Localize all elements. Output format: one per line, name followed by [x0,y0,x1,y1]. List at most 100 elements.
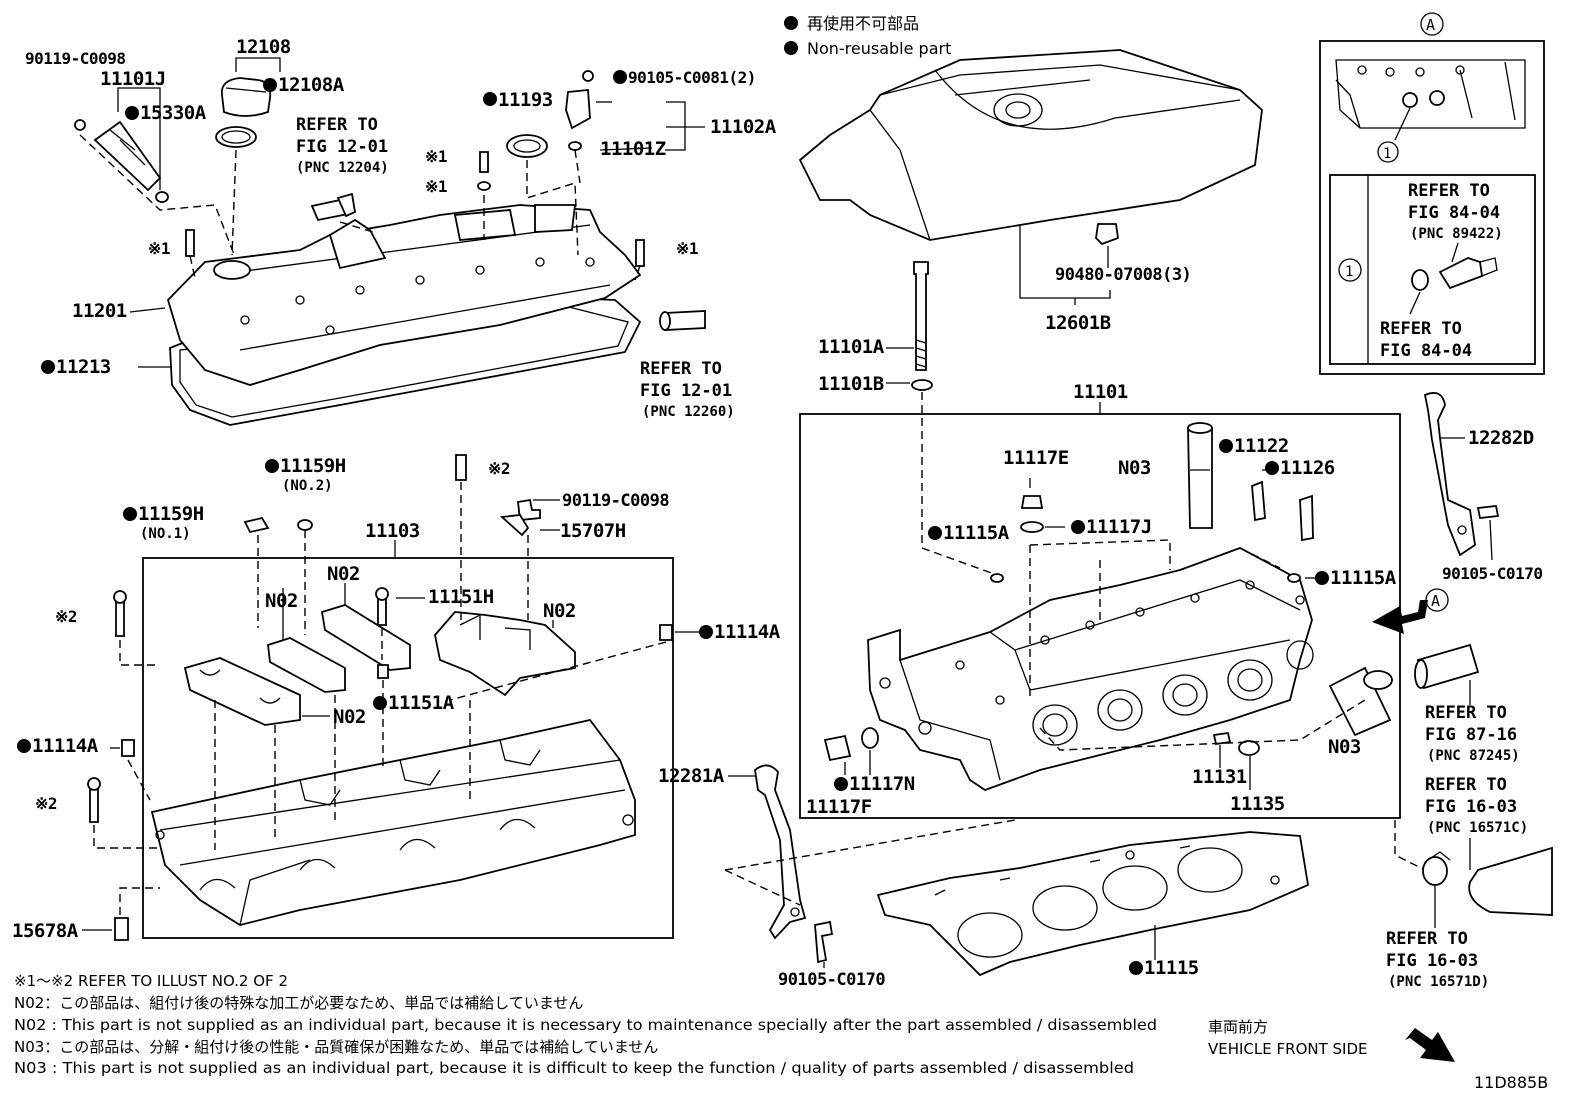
label-mark1-b: ※1 [425,177,447,196]
front-arrow-icon [1405,1028,1455,1062]
label-mark2-c: ※2 [35,794,57,813]
label-n02-a: N02 [327,563,360,585]
ref-fig-12-01-pnc-12204[interactable]: REFER TO FIG 12-01 (PNC 12204) [296,115,389,176]
engine-cover-12601b[interactable] [798,49,1263,241]
label-circle-1-top: 1 [1383,146,1391,162]
ref-fig-84-04-pnc-89422[interactable]: REFER TO FIG 84-04 (PNC 89422) [1408,181,1503,242]
label-n02-c: N02 [543,600,576,622]
ref-fig-87-16[interactable]: REFER TO FIG 87-16 (PNC 87245) [1425,703,1520,764]
label-12282d: 12282D [1468,427,1534,449]
cylinder-head-11101[interactable] [867,547,1313,792]
ref-pnc: (PNC 12260) [642,404,735,420]
label-11115: 11115 [1144,957,1199,979]
ref-pnc: (PNC 89422) [1410,226,1503,242]
notes-block: ※1～※2 REFER TO ILLUST NO.2 OF 2 N02：この部品… [14,972,1157,1077]
non-reusable-dot-icon [483,92,497,106]
head-cover-group [74,57,706,426]
oil-filler-cap-12108[interactable] [220,77,272,117]
ref-line1: REFER TO [1425,703,1507,723]
label-no1-sub: (NO.1) [140,526,191,542]
ref-fig-12-01-pnc-12260[interactable]: REFER TO FIG 12-01 (PNC 12260) [640,359,735,420]
label-90105-c0170-right: 90105-C0170 [1442,564,1542,583]
note-n02-jp: N02：この部品は、組付け後の特殊な加工が必要なため、単品では補給していません [14,994,583,1012]
ref-pnc: (PNC 16571D) [1388,974,1489,990]
head-gasket-11115[interactable] [876,831,1310,977]
bearing-cap-n02-c[interactable] [320,604,411,671]
ref-pnc: (PNC 12204) [296,160,389,176]
engine-hanger-12281a[interactable] [754,764,807,940]
label-11151a: 11151A [388,692,455,714]
non-reusable-dot-icon [41,360,55,374]
label-mark1-d: ※1 [676,239,698,258]
non-reusable-dot-icon [1315,571,1329,585]
non-reusable-dot-icon [784,16,798,30]
ref-fig-16-03-pnc-16571c[interactable]: REFER TO FIG 16-03 (PNC 16571C) [1425,775,1528,836]
label-11117n: 11117N [849,773,915,795]
label-11159h-no1: 11159H [138,503,204,525]
label-11117f: 11117F [806,796,872,818]
label-11114a-right: 11114A [714,621,781,643]
engine-hanger-12282d[interactable] [1423,392,1476,557]
ref-line2: FIG 16-03 [1425,797,1517,817]
bearing-cap-n02-b[interactable] [267,637,346,693]
label-11101a: 11101A [818,336,885,358]
ref-fig-16-03-pnc-16571d[interactable]: REFER TO FIG 16-03 (PNC 16571D) [1386,929,1489,990]
note-n03-en: N03 : This part is not supplied as an in… [14,1059,1134,1077]
ref-pnc: (PNC 16571C) [1427,820,1528,836]
ref-fig-84-04[interactable]: REFER TO FIG 84-04 [1380,319,1472,361]
legend-en: Non-reusable part [807,39,951,58]
ref-line2: FIG 84-04 [1380,341,1472,361]
diagram-code: 11D885B [1474,1073,1548,1092]
head-bolt-11101a[interactable] [913,261,929,371]
label-12108a: 12108A [278,74,345,96]
ref-line2: FIG 84-04 [1408,203,1500,223]
non-reusable-dot-icon [1219,439,1233,453]
label-circle-a-arrow: A [1431,592,1440,610]
label-11115a-left: 11115A [943,522,1010,544]
front-label-en: VEHICLE FRONT SIDE [1208,1040,1368,1058]
non-reusable-dot-icon [125,106,139,120]
bearing-cap-n02-d[interactable] [434,611,576,697]
ref-line1: REFER TO [1380,319,1462,339]
label-11101: 11101 [1073,381,1128,403]
bottom-center-group [724,764,1310,977]
note-n03-jp: N03：この部品は、分解・組付け後の性能・品質確保が困難なため、単品では補給して… [14,1038,658,1056]
ref-line1: REFER TO [640,359,722,379]
label-15330a: 15330A [140,102,207,124]
temperature-sensor-89422[interactable] [1438,257,1483,290]
label-11135: 11135 [1230,793,1285,815]
right-side-group [1394,392,1553,928]
ref-line2: FIG 16-03 [1386,951,1478,971]
label-90105-c0170-bottom: 90105-C0170 [778,970,885,990]
label-n03-top: N03 [1118,457,1151,479]
seal-11193[interactable] [506,134,548,158]
label-90119-c0098-mid: 90119-C0098 [562,491,669,511]
ref-line2: FIG 12-01 [640,381,732,401]
label-n03-right: N03 [1328,736,1361,758]
label-n02-b: N02 [265,590,298,612]
label-mark2-a: ※2 [488,459,510,478]
front-label-jp: 車両前方 [1208,1018,1268,1036]
camshaft-housing-11103[interactable] [150,718,636,926]
plug-11117f[interactable] [823,734,852,762]
note-n02-en: N02 : This part is not supplied as an in… [14,1016,1157,1034]
non-reusable-dot-icon [1265,461,1279,475]
ref-line1: REFER TO [296,115,378,135]
washer-11101b[interactable] [911,379,933,391]
non-reusable-dot-icon [699,625,713,639]
non-reusable-dot-icon [928,526,942,540]
label-no2-sub: (NO.2) [282,478,333,494]
non-reusable-dot-icon [373,696,387,710]
label-15707h: 15707H [560,520,626,542]
sensor-11102a[interactable] [565,89,591,130]
label-11101j: 11101J [100,68,166,90]
label-12601b: 12601B [1045,312,1111,334]
ref-line1: REFER TO [1386,929,1468,949]
label-11101b: 11101B [818,373,884,395]
label-11117j: 11117J [1086,516,1152,538]
label-mark1-a: ※1 [425,147,447,166]
label-11101z: 11101Z [600,138,666,160]
non-reusable-dot-icon [834,777,848,791]
label-15678a: 15678A [12,920,79,942]
